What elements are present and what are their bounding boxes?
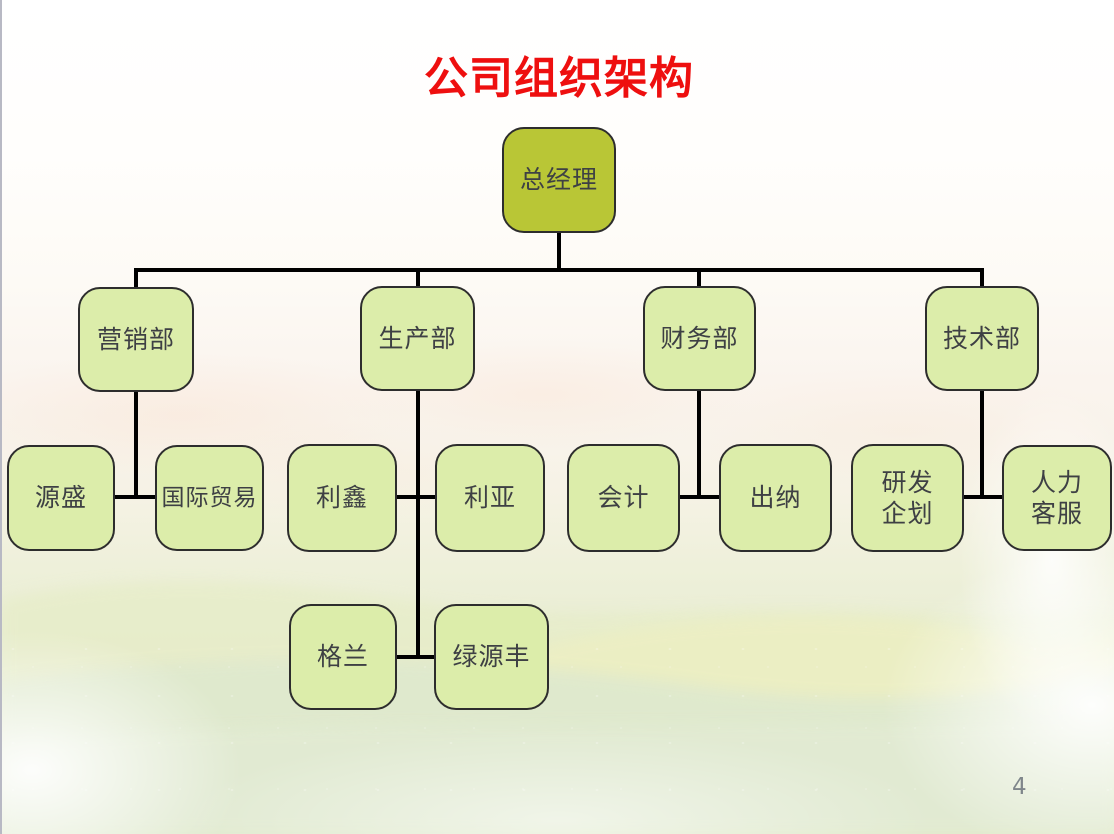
connector-line — [679, 495, 720, 499]
org-node-rd-planning: 研发 企划 — [851, 444, 964, 552]
org-node-accounting: 会计 — [567, 444, 680, 552]
connector-line — [134, 268, 138, 289]
org-node-ceo: 总经理 — [502, 127, 616, 233]
connector-line — [416, 391, 420, 659]
org-node-marketing: 营销部 — [78, 287, 194, 392]
background-meadow-flowers — [2, 640, 1114, 834]
org-node-hr-service: 人力 客服 — [1002, 445, 1112, 551]
org-node-finance: 财务部 — [643, 286, 756, 391]
org-node-lvyuanfeng: 绿源丰 — [434, 604, 549, 710]
connector-line — [963, 495, 1003, 499]
org-node-tech: 技术部 — [925, 286, 1039, 391]
connector-line — [697, 268, 701, 289]
connector-line — [114, 495, 156, 499]
org-node-liya: 利亚 — [435, 444, 545, 552]
org-node-lixin: 利鑫 — [287, 444, 397, 552]
connector-line — [396, 655, 435, 659]
org-node-gelan: 格兰 — [289, 604, 397, 710]
org-node-production: 生产部 — [360, 286, 475, 391]
connector-line — [134, 268, 984, 272]
connector-line — [980, 268, 984, 289]
connector-line — [697, 391, 701, 499]
org-node-cashier: 出纳 — [719, 444, 832, 552]
connector-line — [557, 232, 561, 272]
connector-line — [396, 495, 436, 499]
page-number: 4 — [1012, 774, 1027, 800]
org-node-intl-trade: 国际贸易 — [155, 445, 264, 551]
connector-line — [416, 268, 420, 289]
connector-line — [980, 391, 984, 499]
org-node-yuansheng: 源盛 — [7, 445, 115, 551]
connector-line — [134, 392, 138, 499]
slide-title: 公司组织架构 — [424, 53, 694, 104]
